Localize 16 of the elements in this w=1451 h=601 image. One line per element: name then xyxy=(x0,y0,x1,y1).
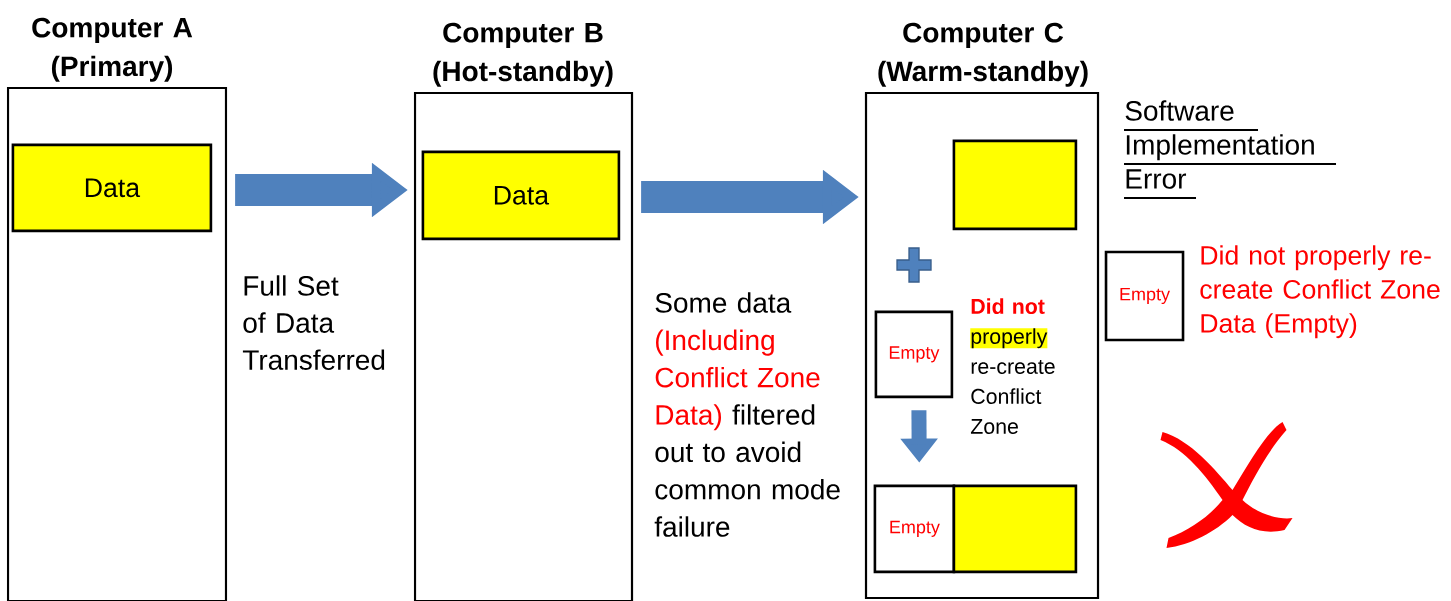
computer-heading: Computer C (Warm-standby) xyxy=(878,22,1088,87)
data-box: Data xyxy=(11,143,213,233)
note: Did not properly re-create Conflict Zone Data (Empty) xyxy=(1200,245,1440,339)
empty-box: Empty xyxy=(873,484,956,574)
note: Did not properly re-create Conflict Zone xyxy=(970,298,1055,434)
data-box xyxy=(952,139,1078,231)
computer-heading: Computer B (Hot-standby) xyxy=(433,22,613,87)
note: Some data (Including Conflict Zone Data) filtered out to avoid common mode failure xyxy=(654,292,840,537)
cross-mark xyxy=(1160,422,1293,548)
empty-box: Empty xyxy=(874,310,954,399)
computer-heading: Computer A (Primary) xyxy=(32,17,193,82)
data-box xyxy=(952,484,1078,574)
edge-label: Full Set of Data Transferred xyxy=(242,275,385,370)
empty-box: Empty xyxy=(1104,250,1185,342)
underlined-note: Software Implementation Error xyxy=(1123,100,1337,199)
data-box: Data xyxy=(421,150,621,241)
